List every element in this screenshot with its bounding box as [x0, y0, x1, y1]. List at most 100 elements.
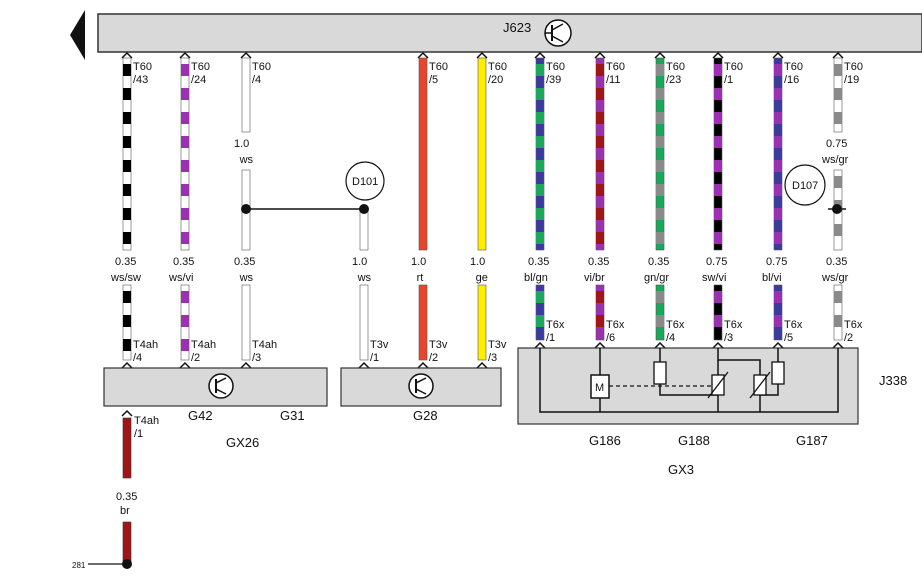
wire-11-top-hook: [832, 51, 844, 59]
wire-1-bottom-num: /2: [191, 352, 200, 364]
wire-6-bottom-num: /1: [546, 332, 555, 344]
wire-5-pin-top: T60: [488, 61, 507, 73]
wire-9-lower-stripe-0: [714, 291, 722, 303]
wire-10-lower-stripe-1: [774, 315, 782, 327]
wire-8-bottom-conn: T6x: [666, 319, 685, 331]
g187-label: G187: [796, 433, 828, 448]
wire-7-pin-top-num: /11: [606, 74, 620, 86]
wire-10-upper-stripe-0: [774, 64, 782, 76]
wire-8-upper-stripe-1: [656, 88, 664, 100]
wire-11-bottom-num: /2: [844, 332, 853, 344]
gx3-label: GX3: [668, 462, 694, 477]
wire-9-upper-stripe-6: [714, 208, 722, 220]
wire-11-upper-a-stripe-1: [834, 88, 842, 100]
wire-1-color: ws/vi: [168, 272, 193, 284]
wire-7-upper-stripe-2: [596, 112, 604, 124]
wire-7-lower-base: [595, 284, 605, 341]
splice-d101-label: D101: [352, 176, 378, 188]
wire-6-lower-stripe-1: [536, 315, 544, 327]
wire-9-upper-stripe-4: [714, 160, 722, 172]
wire-8-lower-stripe-1: [656, 315, 664, 327]
potentiometer-b-arrow: [749, 371, 771, 399]
wire-10-upper-stripe-4: [774, 160, 782, 172]
g188-label: G188: [678, 433, 710, 448]
wire-5-color: ge: [476, 272, 488, 284]
wire-9-bottom-hook: [712, 341, 724, 349]
g186-label: G186: [589, 433, 621, 448]
wire-6-top-hook: [534, 51, 546, 59]
gx26-label: GX26: [226, 435, 259, 450]
wire-0-upper-base: [122, 57, 132, 251]
wire-6-lower-stripe-0: [536, 291, 544, 303]
wire-1-upper-stripe-4: [181, 160, 189, 172]
transistor-icon-ecu: [544, 19, 572, 47]
wire-6-upper-stripe-7: [536, 232, 544, 244]
wire-10-size: 0.75: [766, 256, 787, 268]
wire-9-size: 0.75: [706, 256, 727, 268]
wire-8-lower-base: [655, 284, 665, 341]
wire-6-lower-base: [535, 284, 545, 341]
wire-0-upper-stripe-2: [123, 112, 131, 124]
g42-label: G42: [188, 408, 213, 423]
wire-11-upper-size: 0.75: [826, 138, 847, 150]
wire-4-bottom-num: /2: [429, 352, 438, 364]
wire-1-top-hook: [179, 51, 191, 59]
wire-7-upper-stripe-4: [596, 160, 604, 172]
wire-11-upper-b-stripe-0: [834, 176, 842, 188]
wire-3-bottom-conn: T3v: [370, 339, 389, 351]
wire-6-upper-stripe-4: [536, 160, 544, 172]
resistor-g188: [653, 361, 667, 385]
wire-5-upper-base: [477, 57, 487, 251]
wire-10-top-hook: [772, 51, 784, 59]
wire-1-bottom-conn: T4ah: [191, 339, 216, 351]
wire-8-lower-stripe-0: [656, 291, 664, 303]
wire-11-pin-top: T60: [844, 61, 863, 73]
ecu-label: J623: [503, 20, 531, 35]
wire-0-size: 0.35: [115, 256, 136, 268]
wire-1-bottom-hook: [179, 361, 191, 369]
left-arrow-icon[interactable]: [70, 10, 85, 60]
wire-1-upper-base: [180, 57, 190, 251]
wire-3-size: 1.0: [352, 256, 367, 268]
wire-1-upper-stripe-5: [181, 184, 189, 196]
wire-9-top-hook: [712, 51, 724, 59]
wire-4-color: rt: [417, 272, 424, 284]
wire-0-upper-stripe-3: [123, 136, 131, 148]
wire-2-bottom-conn: T4ah: [252, 339, 277, 351]
wire-6-bottom-conn: T6x: [546, 319, 565, 331]
wire-8-pin-top-num: /23: [666, 74, 681, 86]
wire-9-pin-top: T60: [724, 61, 743, 73]
wire-6-pin-top: T60: [546, 61, 565, 73]
wire-0-pin-top: T60: [133, 61, 152, 73]
wire-2-bottom-num: /3: [252, 352, 261, 364]
wire-0-lower-stripe-0: [123, 291, 131, 303]
wire-10-upper-stripe-3: [774, 136, 782, 148]
wire-9-lower-stripe-1: [714, 315, 722, 327]
wire-5-top-hook: [476, 51, 488, 59]
wire-0-upper-stripe-6: [123, 208, 131, 220]
wire-10-pin-top-num: /16: [784, 74, 799, 86]
wire-7-upper-stripe-5: [596, 184, 604, 196]
wire-1-size: 0.35: [173, 256, 194, 268]
wire-4-top-hook: [417, 51, 429, 59]
wire-1-upper-stripe-7: [181, 232, 189, 244]
wire-2-color: ws: [239, 272, 254, 284]
wire-6-upper-stripe-5: [536, 184, 544, 196]
wire-6-size: 0.35: [528, 256, 549, 268]
wire-6-color: bl/gn: [524, 272, 548, 284]
wire-8-upper-stripe-4: [656, 160, 664, 172]
wire-10-lower-base: [773, 284, 783, 341]
wire-2-lower-base: [241, 284, 251, 361]
wire-7-upper-stripe-1: [596, 88, 604, 100]
wire-8-bottom-hook: [654, 341, 666, 349]
wire-10-bottom-num: /5: [784, 332, 793, 344]
wire-0-bottom-hook: [121, 361, 133, 369]
wire-3-bottom-num: /1: [370, 352, 379, 364]
wire-1-upper-stripe-3: [181, 136, 189, 148]
wire-7-bottom-num: /6: [606, 332, 615, 344]
wire-2-size: 0.35: [234, 256, 255, 268]
motor-label: M: [595, 382, 604, 394]
wire-4-size: 1.0: [411, 256, 426, 268]
wire-7-bottom-hook: [594, 341, 606, 349]
